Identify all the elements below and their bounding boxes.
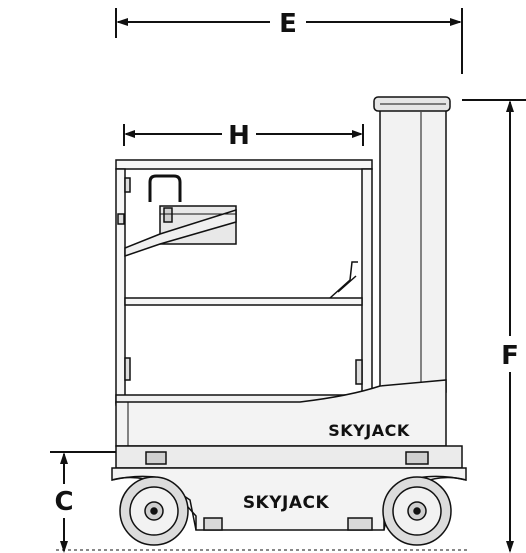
dimension-e-label: E (279, 9, 297, 39)
platform-right-post (361, 168, 373, 396)
platform-mid-rail (124, 297, 363, 306)
platform-top-rail (115, 159, 373, 170)
upper-skyjack-logo: SKYJACK (328, 421, 410, 440)
base-chassis (111, 445, 467, 531)
dimension-e-arrow-left (116, 18, 128, 26)
front-wheel (119, 476, 189, 546)
base-fitting-right (405, 451, 429, 465)
dimension-f-arrow-bottom (506, 541, 514, 553)
basket-latch (117, 213, 125, 225)
platform-basket (115, 159, 373, 406)
dimension-h-arrow-left (124, 130, 135, 138)
upper-chassis-body (115, 379, 447, 447)
control-box-mount (124, 208, 237, 258)
bottom-block-right (347, 517, 373, 531)
control-handle (148, 174, 182, 202)
dimension-c-arrow-top (60, 452, 68, 464)
dimension-h-label: H (228, 121, 250, 151)
mast-body (379, 109, 447, 393)
dimension-f (462, 99, 526, 553)
dimension-f-arrow-top (506, 100, 514, 112)
dimension-c (50, 451, 120, 553)
upper-chassis (115, 379, 447, 447)
front-wheel-axle (150, 507, 158, 515)
bottom-block-left (203, 517, 223, 531)
basket-hinge-bottom (124, 357, 131, 381)
dimension-c-label: C (54, 487, 73, 517)
right-post-fitting (355, 359, 363, 385)
rear-wheel-axle (413, 507, 421, 515)
rear-wheel (382, 476, 452, 546)
dimension-e-arrow-right (450, 18, 462, 26)
gate-brace-diagonal (337, 275, 357, 293)
dimension-f-label: F (501, 341, 519, 371)
basket-hinge-top (124, 177, 131, 193)
lower-skyjack-logo: SKYJACK (243, 493, 330, 513)
dimension-c-arrow-bottom (60, 541, 68, 553)
gate-brace (329, 261, 358, 299)
dimension-e (115, 8, 463, 74)
mast-column (373, 96, 451, 393)
control-joystick (163, 207, 173, 223)
base-fitting-left (145, 451, 167, 465)
platform-left-post (115, 168, 126, 406)
dimension-h (123, 124, 364, 146)
dimension-h-arrow-right (352, 130, 363, 138)
control-box (124, 174, 237, 258)
